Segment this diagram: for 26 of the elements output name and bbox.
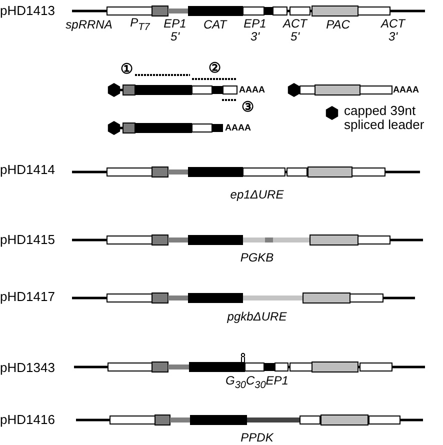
construct-name: pHD1343	[0, 361, 55, 375]
construct-name: pHD1414	[0, 163, 55, 177]
poly-a-tail-label: AAAA	[225, 123, 251, 133]
segment-label: ACT 5'	[282, 17, 308, 43]
segment-label: EP1 3'	[242, 17, 268, 43]
segment-label: EP1 5'	[162, 17, 188, 43]
segment-label: spRRNA	[66, 18, 112, 32]
segment-label: PGKB	[240, 252, 274, 264]
segment-label: P$_{T7}$	[130, 16, 150, 34]
construct-name: pHD1417	[0, 290, 55, 304]
segment-label: PAC	[326, 18, 350, 32]
callout-number: ②	[208, 60, 222, 76]
construct-name: pHD1416	[0, 413, 55, 427]
segment-label: pgkbΔURE	[227, 310, 287, 324]
callout-number: ③	[242, 100, 254, 114]
callout-number: ①	[120, 62, 134, 76]
legend-text: capped 39nt spliced leader	[344, 104, 426, 132]
segment-label: G$_{30}$C$_{30}$EP1	[226, 374, 288, 392]
construct-name: pHD1413	[0, 4, 55, 18]
segment-label: PPDK	[240, 432, 274, 444]
poly-a-tail-label: AAAA	[239, 85, 265, 95]
segment-label: ACT 3'	[380, 17, 406, 43]
poly-a-tail-label: AAAA	[393, 85, 419, 95]
segment-label: ep1ΔURE	[230, 188, 284, 202]
construct-name: pHD1415	[0, 233, 55, 247]
segment-label: CAT	[203, 18, 227, 32]
